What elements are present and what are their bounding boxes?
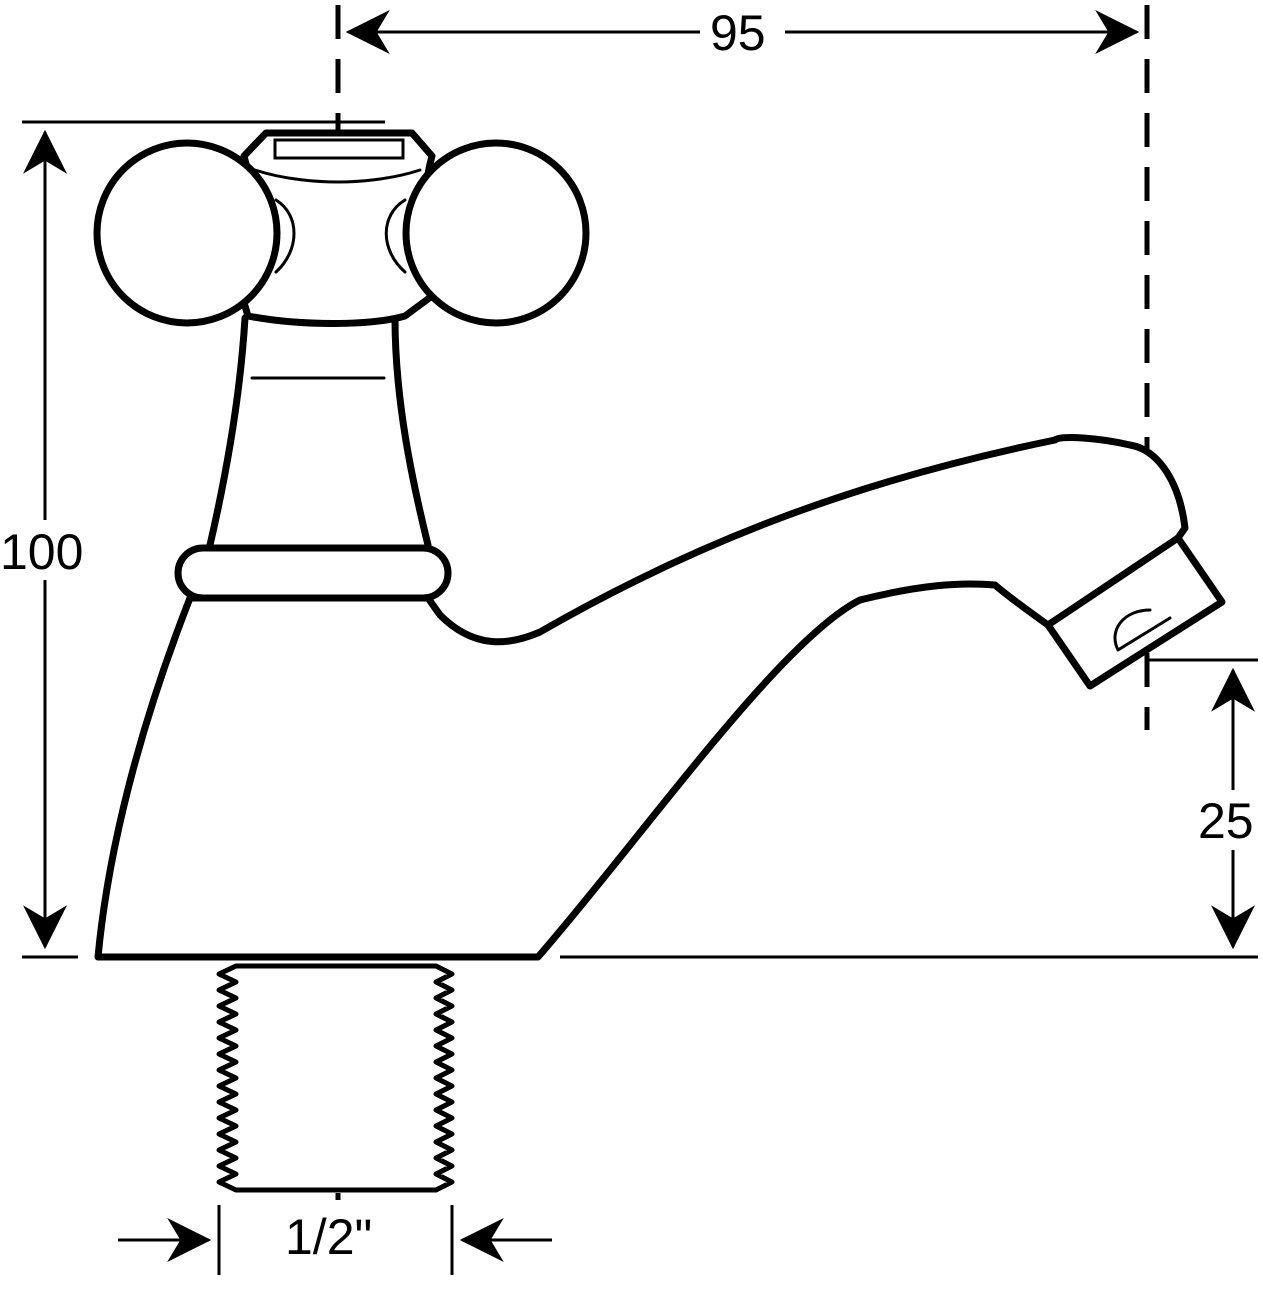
hub-shading-left — [253, 168, 340, 184]
overall-width-label: 95 — [706, 8, 770, 58]
outlet-mark — [1113, 608, 1172, 652]
thread-size-label: 1/2ʺ — [285, 1209, 373, 1265]
knob-inner-right — [384, 198, 407, 274]
indicator-plate — [273, 138, 405, 160]
overall-height-label: 100 — [0, 524, 84, 580]
threaded-tail — [216, 963, 455, 1193]
knob-inner-left — [274, 198, 296, 274]
hub-shading-right — [336, 168, 422, 184]
handle-knob-right — [402, 139, 590, 327]
spout-height-label: 25 — [1198, 793, 1254, 849]
tap-body — [94, 434, 1189, 961]
collar-ring — [174, 544, 452, 602]
handle-knob-left — [93, 139, 281, 327]
